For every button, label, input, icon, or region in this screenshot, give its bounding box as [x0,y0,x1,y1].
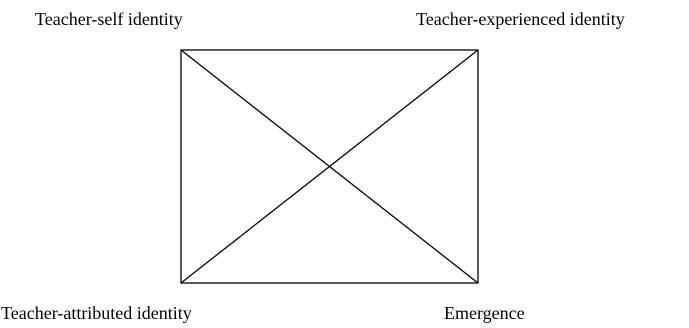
diagram-frame [180,49,479,284]
diagonal-line-top-right-to-bottom-left [180,49,479,284]
corner-label-teacher-attributed-identity: Teacher-attributed identity [1,303,192,323]
corner-label-teacher-experienced-identity: Teacher-experienced identity [416,9,625,29]
corner-label-emergence: Emergence [444,303,525,323]
corner-label-teacher-self-identity: Teacher-self identity [35,9,183,29]
